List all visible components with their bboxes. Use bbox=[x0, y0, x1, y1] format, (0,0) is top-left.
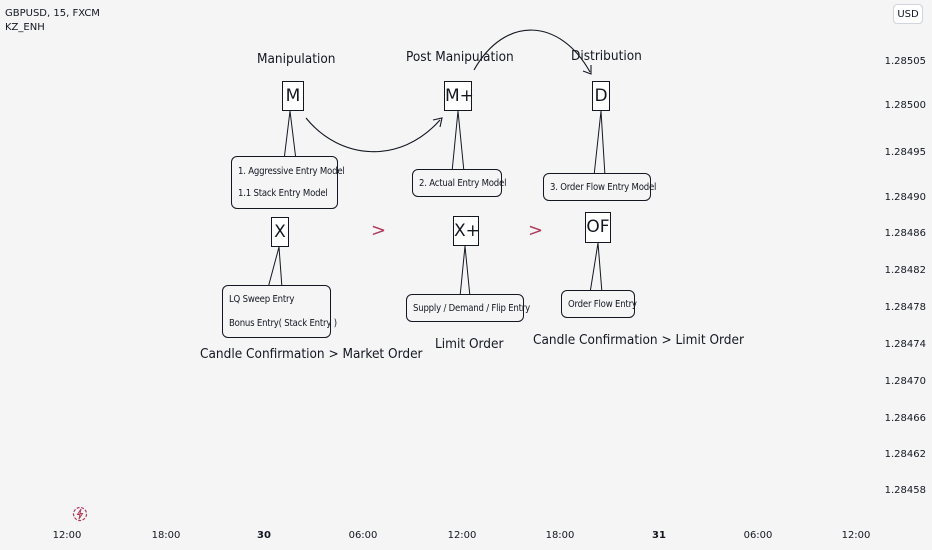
drawing-layer bbox=[267, 29, 606, 298]
price-label: 1.28478 bbox=[884, 302, 926, 313]
time-label: 18:00 bbox=[151, 530, 181, 541]
callout-pointer bbox=[267, 246, 283, 289]
indicator-label[interactable]: KZ_ENH bbox=[5, 22, 45, 33]
time-label: 12:00 bbox=[841, 530, 871, 541]
callout-pointer bbox=[459, 245, 471, 298]
callout-text: 1.1 Stack Entry Model bbox=[238, 188, 328, 199]
arrow-head bbox=[432, 117, 443, 128]
callout-text: LQ Sweep Entry bbox=[229, 294, 295, 305]
price-label: 1.28462 bbox=[884, 449, 926, 460]
price-label: 1.28490 bbox=[884, 192, 926, 203]
lq-sweep-callout[interactable]: LQ Sweep Entry Bonus Entry( Stack Entry … bbox=[222, 285, 337, 338]
chart-legend: GBPUSD, 15, FXCM KZ_ENH bbox=[5, 7, 100, 34]
callout-pointer bbox=[593, 110, 606, 177]
price-label: 1.28458 bbox=[884, 485, 926, 496]
market-order-caption: Candle Confirmation > Market Order bbox=[200, 346, 423, 362]
callout-pointer bbox=[283, 110, 297, 161]
time-label: 12:00 bbox=[52, 530, 82, 541]
m-plus-box[interactable]: M+ bbox=[444, 81, 474, 111]
manipulation-title: Manipulation bbox=[257, 51, 336, 67]
callout-pointer bbox=[451, 110, 465, 173]
lightning-icon[interactable] bbox=[72, 505, 88, 523]
time-label: 06:00 bbox=[743, 530, 773, 541]
x-box[interactable]: X bbox=[271, 217, 289, 247]
callout-text: 3. Order Flow Entry Model bbox=[550, 182, 657, 193]
callout-text: 1. Aggressive Entry Model bbox=[238, 166, 345, 177]
currency-button[interactable]: USD bbox=[893, 4, 923, 24]
price-axis[interactable]: 1.28505 1.28500 1.28495 1.28490 1.28486 … bbox=[885, 30, 932, 520]
limit-order-caption: Limit Order bbox=[435, 336, 504, 352]
price-label: 1.28474 bbox=[884, 339, 926, 350]
arrow-head bbox=[582, 65, 592, 75]
price-label: 1.28470 bbox=[884, 376, 926, 387]
callout-text: Bonus Entry( Stack Entry ) bbox=[229, 318, 337, 329]
price-label: 1.28482 bbox=[884, 265, 926, 276]
price-label: 1.28495 bbox=[884, 147, 926, 158]
x-plus-box[interactable]: X+ bbox=[453, 216, 480, 246]
d-box[interactable]: D bbox=[592, 81, 610, 111]
of-box[interactable]: OF bbox=[585, 212, 611, 243]
m-box[interactable]: M bbox=[282, 81, 304, 111]
post-manipulation-title: Post Manipulation bbox=[406, 49, 514, 65]
price-label: 1.28505 bbox=[884, 56, 926, 67]
time-label: 12:00 bbox=[447, 530, 477, 541]
order-flow-model-callout[interactable]: 3. Order Flow Entry Model bbox=[543, 173, 656, 201]
arc-arrow bbox=[473, 29, 591, 73]
time-label: 06:00 bbox=[348, 530, 378, 541]
time-label: 30 bbox=[257, 530, 271, 541]
callout-text: 2. Actual Entry Model bbox=[419, 178, 507, 189]
price-label: 1.28466 bbox=[884, 413, 926, 424]
time-label: 31 bbox=[652, 530, 666, 541]
actual-entry-callout[interactable]: 2. Actual Entry Model bbox=[412, 169, 506, 197]
time-axis[interactable]: 12:00 18:00 30 06:00 12:00 18:00 31 06:0… bbox=[0, 520, 885, 550]
callout-text: Order Flow Entry bbox=[568, 299, 637, 310]
arc-arrow bbox=[305, 117, 441, 153]
callout-text: Supply / Demand / Flip Entry bbox=[413, 303, 530, 314]
aggressive-entry-callout[interactable]: 1. Aggressive Entry Model 1.1 Stack Entr… bbox=[231, 156, 345, 209]
supply-demand-callout[interactable]: Supply / Demand / Flip Entry bbox=[406, 294, 530, 322]
chevron-right-icon: > bbox=[371, 220, 387, 241]
callout-pointer bbox=[589, 242, 603, 294]
price-label: 1.28500 bbox=[884, 100, 926, 111]
order-flow-entry-callout[interactable]: Order Flow Entry bbox=[561, 290, 637, 318]
distribution-title: Distribution bbox=[571, 48, 642, 64]
chevron-right-icon: > bbox=[528, 220, 544, 241]
limit-order-confirmation-caption: Candle Confirmation > Limit Order bbox=[533, 332, 744, 348]
price-label: 1.28486 bbox=[884, 228, 926, 239]
symbol-label[interactable]: GBPUSD, 15, FXCM bbox=[5, 8, 100, 19]
time-label: 18:00 bbox=[545, 530, 575, 541]
